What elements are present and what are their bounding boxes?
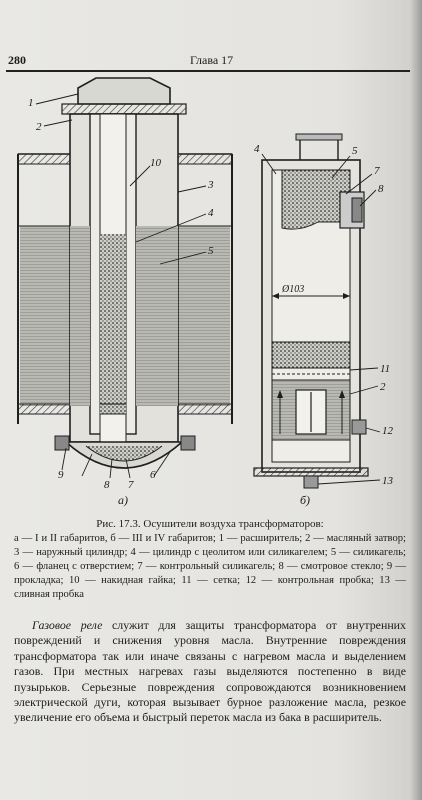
callout-b-2: 2 <box>380 381 386 393</box>
callout-b-13: 13 <box>382 475 394 487</box>
callout-b-11: 11 <box>380 363 390 375</box>
page-number: 280 <box>8 53 26 67</box>
figure-17-3: 1 2 3 4 5 6 7 8 9 10 4 5 7 8 2 11 12 13 … <box>17 77 394 491</box>
callout-a-9: 9 <box>58 469 64 481</box>
figure-label-b: б) <box>300 493 311 507</box>
callout-b-8: 8 <box>378 183 384 195</box>
callout-a-5: 5 <box>208 245 214 257</box>
paragraph-text: служит для защиты трансформатора от внут… <box>14 618 406 725</box>
chapter-title: Глава 17 <box>190 53 234 67</box>
paragraph-lead: Газовое реле <box>32 618 103 632</box>
callout-b-4: 4 <box>254 143 260 155</box>
page-edge-shadow <box>410 0 422 800</box>
caption-text: а — I и II габаритов, б — III и IV габар… <box>14 533 406 600</box>
figure-label-a: а) <box>118 493 128 507</box>
caption-title: Рис. 17.3. Осушители воздуха трансформат… <box>96 518 324 530</box>
callout-a-1: 1 <box>28 97 34 109</box>
callout-b-12: 12 <box>382 425 394 437</box>
callout-a-2: 2 <box>36 121 42 133</box>
callout-b-7: 7 <box>374 165 380 177</box>
running-header: 280 Глава 17 <box>8 53 408 71</box>
callout-b-5: 5 <box>352 145 358 157</box>
callout-a-10: 10 <box>150 157 162 169</box>
callout-a-6: 6 <box>150 469 156 481</box>
dryer-diagram-b <box>253 133 381 489</box>
callout-a-7: 7 <box>128 479 134 491</box>
diameter-label: Ø103 <box>281 284 304 295</box>
dryer-diagram-a <box>17 77 233 479</box>
body-paragraph: Газовое реле служит для защиты трансформ… <box>14 618 406 726</box>
figure-caption: Рис. 17.3. Осушители воздуха трансформат… <box>14 517 406 602</box>
callout-a-4: 4 <box>208 207 214 219</box>
callout-a-8: 8 <box>104 479 110 491</box>
header-rule <box>6 70 410 72</box>
callout-a-3: 3 <box>207 179 214 191</box>
